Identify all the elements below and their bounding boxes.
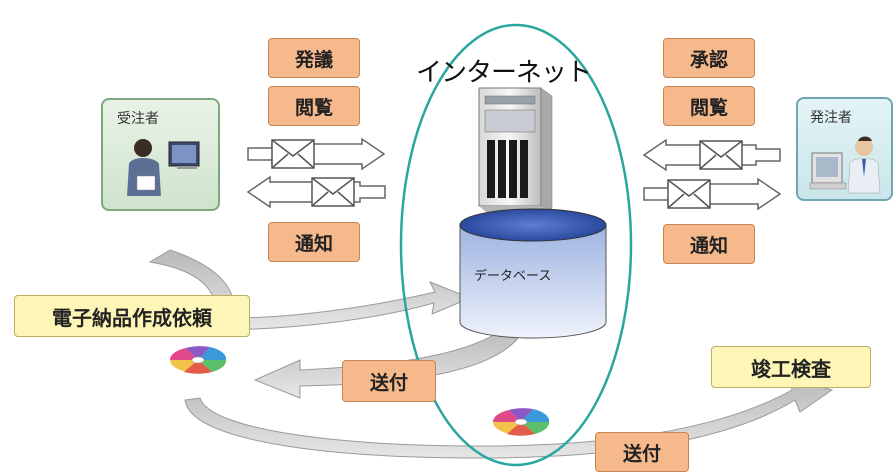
label-send-1: 送付 bbox=[342, 360, 436, 402]
internet-ellipse bbox=[399, 23, 633, 467]
label-view-right: 閲覧 bbox=[663, 86, 755, 126]
contractor-box: 受注者 bbox=[101, 98, 220, 211]
label-delivery-request: 電子納品作成依頼 bbox=[14, 295, 250, 337]
database-icon bbox=[459, 208, 607, 339]
database-label: データベース bbox=[474, 269, 552, 284]
cd-disc-icon bbox=[169, 346, 227, 374]
client-label: 発注者 bbox=[810, 110, 852, 126]
label-notify-right: 通知 bbox=[663, 224, 755, 264]
contractor-send-arrow bbox=[247, 137, 386, 171]
client-send-arrow bbox=[643, 177, 782, 211]
contractor-person-icon bbox=[127, 139, 200, 196]
contractor-label: 受注者 bbox=[117, 111, 159, 127]
label-proposal: 発議 bbox=[268, 38, 360, 78]
contractor-receive-arrow bbox=[246, 175, 386, 209]
client-box: 発注者 bbox=[796, 97, 893, 201]
label-completion-inspection: 竣工検査 bbox=[711, 346, 871, 388]
client-receive-arrow bbox=[642, 138, 781, 172]
label-approval: 承認 bbox=[663, 38, 755, 78]
label-view-left: 閲覧 bbox=[268, 86, 360, 126]
flow-curve-return bbox=[253, 324, 519, 399]
server-icon bbox=[478, 87, 553, 212]
cd-disc-icon bbox=[492, 408, 550, 436]
client-person-icon bbox=[809, 136, 881, 194]
internet-title: インターネット bbox=[416, 58, 592, 88]
label-send-2: 送付 bbox=[595, 432, 689, 472]
label-notify-left: 通知 bbox=[268, 222, 360, 262]
